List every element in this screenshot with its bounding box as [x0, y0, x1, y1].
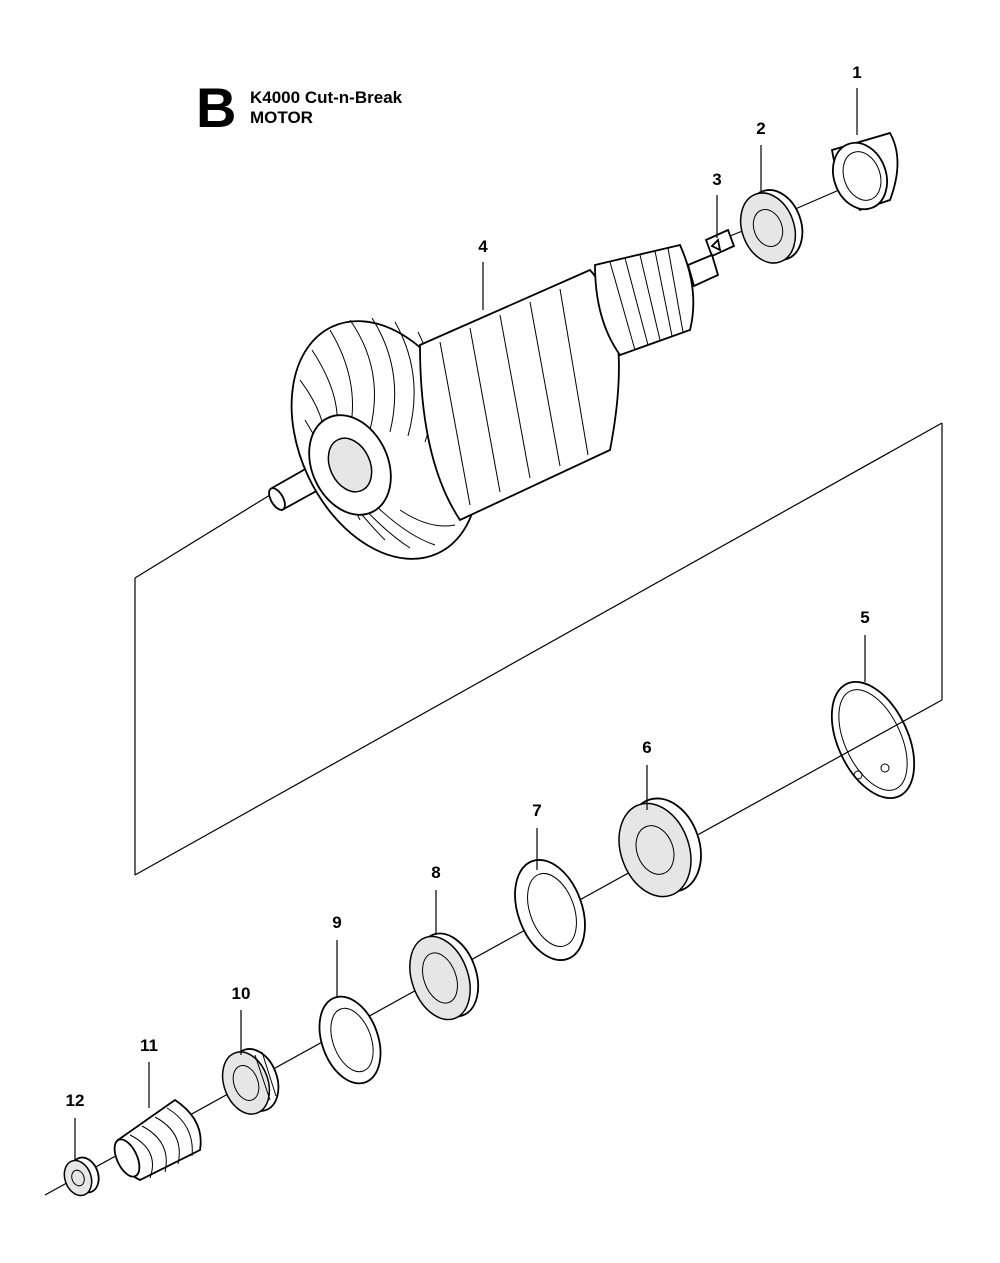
- callout-3: 3: [712, 170, 721, 189]
- diagram-title-model: K4000 Cut-n-Break: [250, 88, 403, 107]
- assembly-lines: [44, 179, 943, 1196]
- callout-10: 10: [232, 984, 251, 1003]
- section-letter: B: [196, 76, 237, 139]
- part-3-pin: [704, 228, 736, 258]
- part-10-threaded-ring: [221, 1048, 280, 1115]
- callout-8: 8: [431, 863, 440, 882]
- part-4-armature: [268, 243, 720, 560]
- gear-teeth: [129, 1107, 193, 1179]
- leader-lines: [74, 88, 866, 1160]
- callout-12: 12: [66, 1091, 85, 1110]
- part-1-bearing-cap: [830, 131, 899, 212]
- part-9-washer: [318, 995, 382, 1085]
- diagram-title: K4000 Cut-n-Break MOTOR: [250, 88, 402, 128]
- part-8-spacer: [409, 932, 480, 1021]
- part-12-nut: [63, 1156, 100, 1197]
- callout-labels: 1 2 3 4 5 6 7 8 9 10 11 12: [66, 63, 870, 1110]
- callout-7: 7: [532, 801, 541, 820]
- core-slots: [439, 288, 589, 506]
- callout-11: 11: [140, 1036, 158, 1055]
- part-5-retaining-ring: [830, 680, 916, 800]
- part-6-ball-bearing: [618, 797, 702, 898]
- callout-9: 9: [332, 913, 341, 932]
- commutator-bars: [609, 247, 684, 351]
- part-7-washer: [514, 859, 586, 961]
- callout-1: 1: [852, 63, 861, 82]
- callout-5: 5: [860, 608, 869, 627]
- part-2-ball-bearing: [739, 189, 804, 264]
- callout-2: 2: [756, 119, 765, 138]
- diagram-title-group: MOTOR: [250, 108, 313, 127]
- callout-6: 6: [642, 738, 651, 757]
- callout-4: 4: [478, 237, 488, 256]
- part-11-pinion-gear: [113, 1098, 202, 1181]
